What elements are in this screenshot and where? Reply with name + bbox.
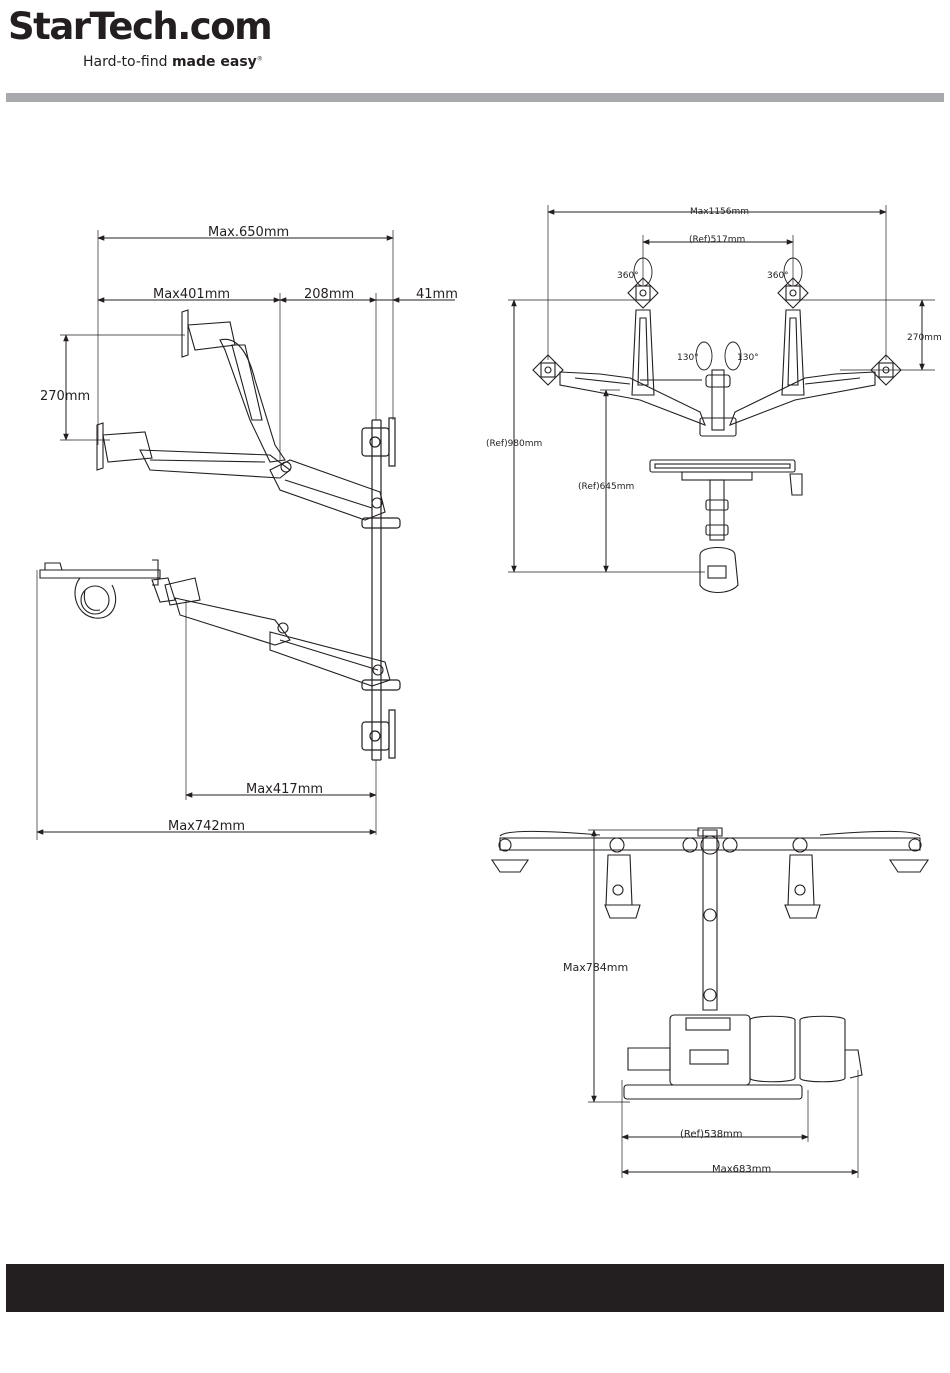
dim-tilt130-left: 130° <box>677 353 699 363</box>
dim-rot360-left: 360° <box>617 271 639 281</box>
top-center-spine <box>698 828 722 1010</box>
side-view-diagram: Max.650mm Max401mm 208mm 41mm 270mm Max4… <box>37 225 458 840</box>
front-view-diagram: Max1156mm (Ref)517mm 360° 360° 270mm 130… <box>486 205 942 593</box>
vesa-plates <box>533 278 901 385</box>
top-view-diagram: Max784mm (Ref)538mm Max683mm <box>492 828 928 1178</box>
side-keyboard-tray <box>40 560 160 618</box>
dim-max742: Max742mm <box>168 819 245 834</box>
dim-ref645: (Ref)645mm <box>578 482 634 492</box>
pole <box>372 420 381 760</box>
pole-clamp <box>362 418 395 758</box>
top-keyboard-tray <box>624 1015 862 1099</box>
dim-ref517: (Ref)517mm <box>689 235 745 245</box>
dim-max417: Max417mm <box>246 782 323 797</box>
dim-max650: Max.650mm <box>208 225 289 240</box>
side-arm-lower <box>152 578 390 686</box>
dim-270-side: 270mm <box>40 389 90 404</box>
dim-rot360-right: 360° <box>767 271 789 281</box>
front-arms-upper <box>632 310 804 395</box>
dim-ref980: (Ref)980mm <box>486 439 542 449</box>
top-arms <box>499 831 921 854</box>
dim-208: 208mm <box>304 287 354 302</box>
front-center-column <box>640 370 736 436</box>
dim-270-front: 270mm <box>907 333 942 343</box>
front-lower-column <box>700 480 738 593</box>
dim-max401: Max401mm <box>153 287 230 302</box>
dim-41: 41mm <box>416 287 458 302</box>
front-arms-side <box>560 372 875 425</box>
dim-max683: Max683mm <box>712 1164 771 1175</box>
dim-tilt130-right: 130° <box>737 353 759 363</box>
dim-max784: Max784mm <box>563 961 628 974</box>
dim-ref538: (Ref)538mm <box>680 1129 743 1140</box>
side-monitor-raised <box>182 310 285 462</box>
side-monitor-lowered <box>97 423 290 478</box>
footer-bar <box>6 1264 944 1312</box>
side-arm-upper <box>270 460 385 520</box>
front-keyboard-tray <box>650 460 802 495</box>
dim-max1156: Max1156mm <box>690 207 749 217</box>
